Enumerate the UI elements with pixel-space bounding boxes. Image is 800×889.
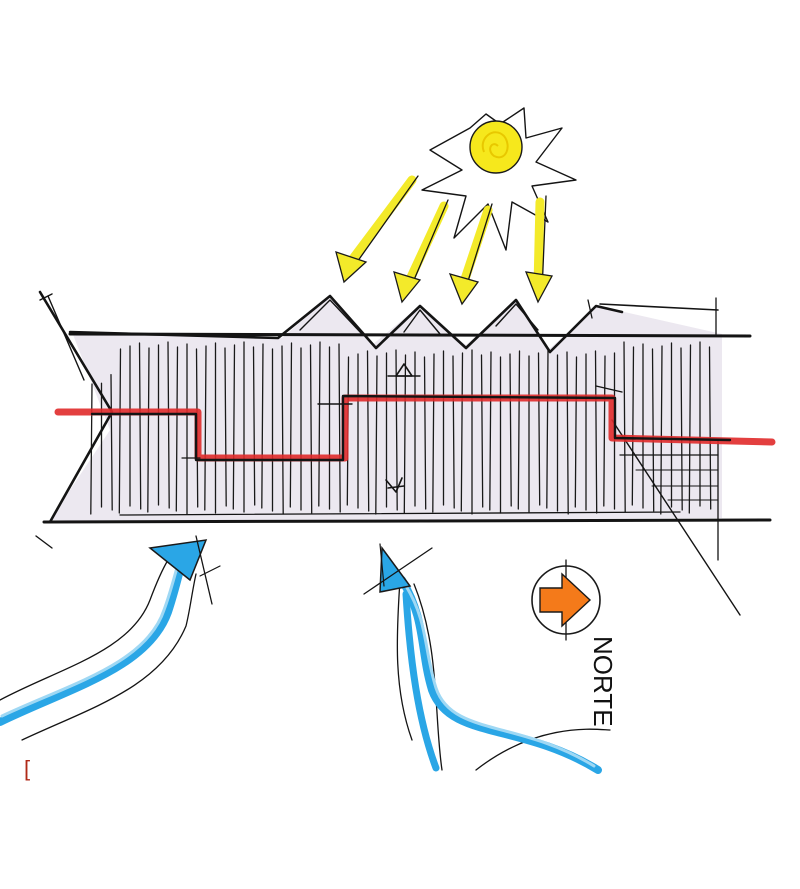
section-hatch <box>90 341 712 515</box>
hatch-line <box>546 349 549 509</box>
sun-ray-arrow <box>393 199 449 304</box>
hatch-line <box>432 353 435 513</box>
hatch-line <box>110 373 113 511</box>
hatch-line <box>452 355 455 509</box>
hatch-line <box>631 346 635 506</box>
hatch-line <box>603 355 606 507</box>
hatch-line <box>517 350 521 510</box>
hatch-line <box>232 344 236 510</box>
level-marker-lower <box>385 477 405 493</box>
sun-ray-arrow <box>448 203 493 306</box>
hatch-line <box>309 344 313 514</box>
hatch-line <box>261 343 264 509</box>
hatch-line <box>509 353 512 507</box>
hatch-line <box>118 348 122 514</box>
hatch-line <box>594 350 598 514</box>
hatch-line <box>423 356 427 510</box>
sun-ray-arrow <box>335 175 419 284</box>
hatch-line <box>252 346 256 506</box>
hatch-line <box>375 355 378 515</box>
hatch-line <box>708 346 712 510</box>
hatch-line <box>680 347 683 511</box>
hatch-line <box>338 343 341 513</box>
north-label: NORTE <box>588 636 618 727</box>
hatch-line <box>138 342 142 510</box>
north-arrow-icon <box>531 559 601 641</box>
hatch-line <box>167 341 170 509</box>
level-marker-upper <box>387 363 421 377</box>
roof-outline <box>68 294 752 354</box>
hatch-line <box>566 351 569 515</box>
right-wedge <box>611 419 741 616</box>
wind-arrow-right <box>363 543 611 774</box>
hatch-line <box>318 341 321 507</box>
hatch-line <box>147 347 150 513</box>
corner-mark: [ <box>24 756 30 781</box>
sun-icon <box>421 107 577 251</box>
hatch-line <box>281 345 284 515</box>
hatch-line <box>403 354 407 514</box>
hatch-line <box>289 342 293 508</box>
wind-arrow-left <box>0 535 221 741</box>
sun-ray-arrow <box>524 195 554 304</box>
hatch-line <box>224 347 227 507</box>
hatch-line <box>175 346 179 512</box>
hatch-line <box>537 352 541 506</box>
hatch-line <box>480 354 484 508</box>
hatch-line <box>489 351 492 511</box>
hatch-line <box>204 345 207 511</box>
hatch-line <box>574 356 578 508</box>
hatch-line <box>366 350 370 512</box>
hatch-line <box>460 352 464 512</box>
hatch-line <box>623 341 626 513</box>
hatch-line <box>688 344 692 514</box>
ground-line <box>42 511 772 524</box>
sun-rays <box>335 175 554 306</box>
slab-level-line <box>54 385 776 462</box>
